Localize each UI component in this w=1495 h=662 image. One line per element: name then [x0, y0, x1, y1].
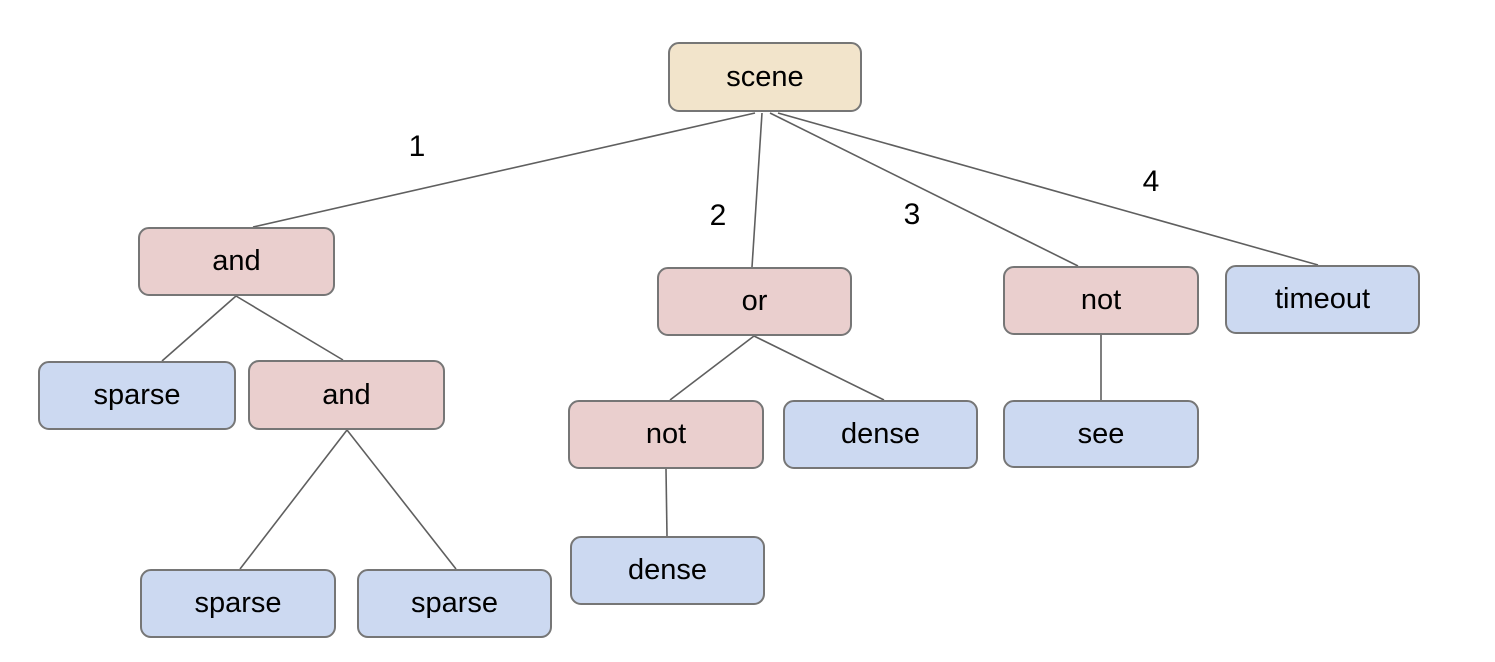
tree-node-sparse-2: sparse — [140, 569, 336, 638]
edge-or-dense — [753, 335, 885, 401]
tree-node-see: see — [1003, 400, 1199, 468]
edge-not2-dense2 — [665, 468, 668, 537]
edge-and-and — [235, 295, 344, 361]
tree-node-not-1: not — [1003, 266, 1199, 335]
edge-label-3: 3 — [903, 198, 921, 231]
tree-node-and-2: and — [248, 360, 445, 430]
tree-node-not-2: not — [568, 400, 764, 469]
edge-label-4: 4 — [1142, 165, 1160, 198]
tree-node-scene: scene — [668, 42, 862, 112]
tree-node-dense-1: dense — [783, 400, 978, 469]
edge-and-sparse — [161, 295, 237, 362]
tree-node-sparse-3: sparse — [357, 569, 552, 638]
edge-scene-or — [751, 112, 763, 268]
edge-and2-sparse3 — [346, 429, 457, 570]
edge-label-1: 1 — [408, 130, 426, 163]
tree-node-and-1: and — [138, 227, 335, 296]
edge-scene-not — [769, 112, 1079, 267]
tree-node-timeout: timeout — [1225, 265, 1420, 334]
edge-label-2: 2 — [709, 199, 727, 232]
edge-and2-sparse2 — [239, 429, 348, 570]
edge-scene-timeout — [777, 112, 1319, 266]
tree-node-or: or — [657, 267, 852, 336]
edge-scene-and — [252, 112, 756, 228]
tree-node-sparse-1: sparse — [38, 361, 236, 430]
tree-node-dense-2: dense — [570, 536, 765, 605]
edge-or-not — [669, 335, 755, 401]
